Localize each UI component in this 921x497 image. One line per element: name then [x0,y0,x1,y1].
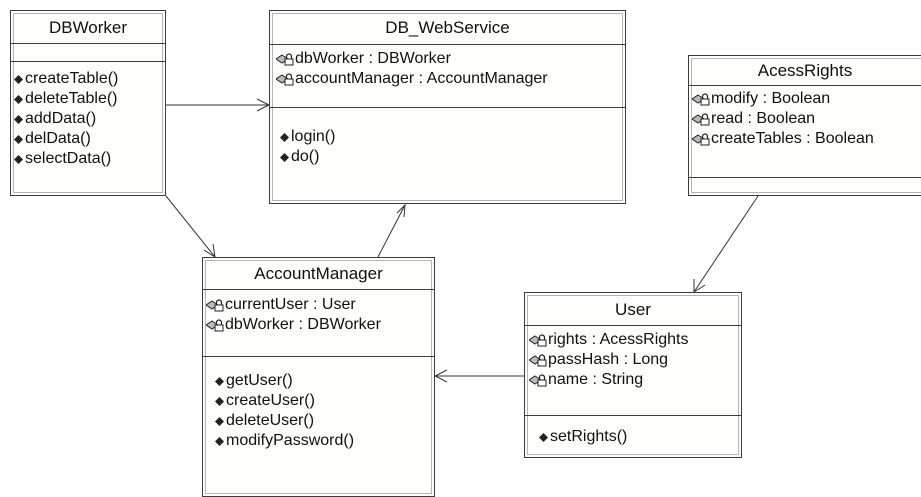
operation-row-text: createTable() [25,70,119,87]
attribute-row-text: rights : AcessRights [548,331,689,348]
operation-row-text: deleteUser() [226,412,315,429]
operation-row-text: selectData() [25,150,112,167]
attribute-row-text: modify : Boolean [711,90,831,107]
attributes-compartment: modify : Boolean read : Boolean createTabl… [689,86,921,178]
attribute-row-text: passHash : Long [548,351,669,368]
class-name: AcessRights [689,56,921,86]
attribute-lock-icon [692,93,710,106]
attribute-row-text: dbWorker : DBWorker [295,50,451,67]
arrow-dbworker-to-accountmanager [165,195,216,258]
attribute-row-text: dbWorker : DBWorker [225,316,381,333]
attribute-row[interactable]: dbWorker : DBWorker [275,49,625,69]
attributes-compartment: rights : AcessRights passHash : Long name … [525,326,741,416]
operation-row-text: getUser() [226,372,293,389]
attributes-compartment: dbWorker : DBWorker accountManager : Acco… [270,45,625,108]
arrow-accountmanager-to-webservice [377,204,406,258]
attribute-row-text: read : Boolean [711,110,816,127]
operation-row-text: modifyPassword() [226,432,355,449]
operation-row[interactable]: deleteTable() [12,89,165,109]
attribute-row-text: createTables : Boolean [711,130,874,147]
attribute-row[interactable]: createTables : Boolean [691,129,921,149]
class-acessrights[interactable]: AcessRights modify : Boolean read : Boole… [688,55,921,196]
attribute-lock-icon [529,354,547,367]
operation-diamond-icon [14,134,23,144]
operation-row[interactable]: createUser() [213,391,434,411]
class-name: DB_WebService [270,11,625,45]
class-db-webservice[interactable]: DB_WebService dbWorker : DBWorker account… [269,10,626,204]
attributes-compartment [11,44,165,62]
operation-diamond-icon [14,154,23,164]
operation-row-text: createUser() [226,392,315,409]
operation-diamond-icon [215,436,224,446]
operation-row[interactable]: deleteUser() [213,411,434,431]
arrow-acessrights-to-user [693,195,759,293]
operation-row[interactable]: createTable() [12,69,165,89]
attribute-row[interactable]: accountManager : AccountManager [275,69,625,89]
operation-row[interactable]: selectData() [12,149,165,169]
attribute-lock-icon [276,73,294,86]
attribute-lock-icon [692,113,710,126]
attribute-lock-icon [276,53,294,66]
attributes-compartment: currentUser : User dbWorker : DBWorker [203,290,434,357]
operation-diamond-icon [539,432,548,442]
attribute-lock-icon [206,299,224,312]
arrowhead-webservice-bottom [396,203,406,218]
attribute-row[interactable]: read : Boolean [691,109,921,129]
class-name: AccountManager [203,258,434,290]
attribute-lock-icon [529,374,547,387]
operation-diamond-icon [14,74,23,84]
operations-compartment: setRights() [525,416,741,447]
attribute-lock-icon [206,319,224,332]
operation-row[interactable]: do() [278,147,625,167]
attribute-row-text: accountManager : AccountManager [295,70,548,87]
operations-compartment: login() do() [270,108,625,167]
operation-row-text: deleteTable() [25,90,118,107]
operation-row-text: setRights() [550,428,628,445]
operation-row[interactable]: setRights() [537,427,741,447]
operation-row-text: addData() [25,110,97,127]
attribute-lock-icon [692,133,710,146]
class-name: User [525,293,741,326]
operation-diamond-icon [215,416,224,426]
arrowhead-accountmanager-right [433,369,448,383]
attribute-lock-icon [529,334,547,347]
attribute-row[interactable]: dbWorker : DBWorker [205,315,434,335]
operation-row[interactable]: modifyPassword() [213,431,434,451]
class-dbworker[interactable]: DBWorker createTable() deleteTable() addDa… [10,10,166,196]
attribute-row-text: currentUser : User [225,296,356,313]
class-name: DBWorker [11,11,165,44]
class-user[interactable]: User rights : AcessRights passHash : Long… [524,292,742,458]
operation-diamond-icon [215,396,224,406]
attribute-row[interactable]: name : String [528,370,741,390]
operation-row[interactable]: getUser() [213,371,434,391]
operation-row[interactable]: delData() [12,129,165,149]
operation-row[interactable]: login() [278,127,625,147]
attribute-row[interactable]: modify : Boolean [691,89,921,109]
operation-diamond-icon [14,94,23,104]
attribute-row[interactable]: passHash : Long [528,350,741,370]
class-accountmanager[interactable]: AccountManager currentUser : User dbWorke… [202,257,435,497]
operations-compartment: createTable() deleteTable() addData() delDa… [11,62,165,169]
operation-row[interactable]: addData() [12,109,165,129]
operation-row-text: delData() [25,130,91,147]
attribute-row[interactable]: rights : AcessRights [528,330,741,350]
attribute-row-text: name : String [548,371,644,388]
operation-row-text: do() [291,148,320,165]
attribute-row[interactable]: currentUser : User [205,295,434,315]
operations-compartment [689,178,921,195]
operation-diamond-icon [14,114,23,124]
operation-diamond-icon [215,376,224,386]
operation-diamond-icon [280,132,289,142]
operation-row-text: login() [291,128,336,145]
operation-diamond-icon [280,152,289,162]
operations-compartment: getUser() createUser() deleteUser() modifyP… [203,357,434,451]
